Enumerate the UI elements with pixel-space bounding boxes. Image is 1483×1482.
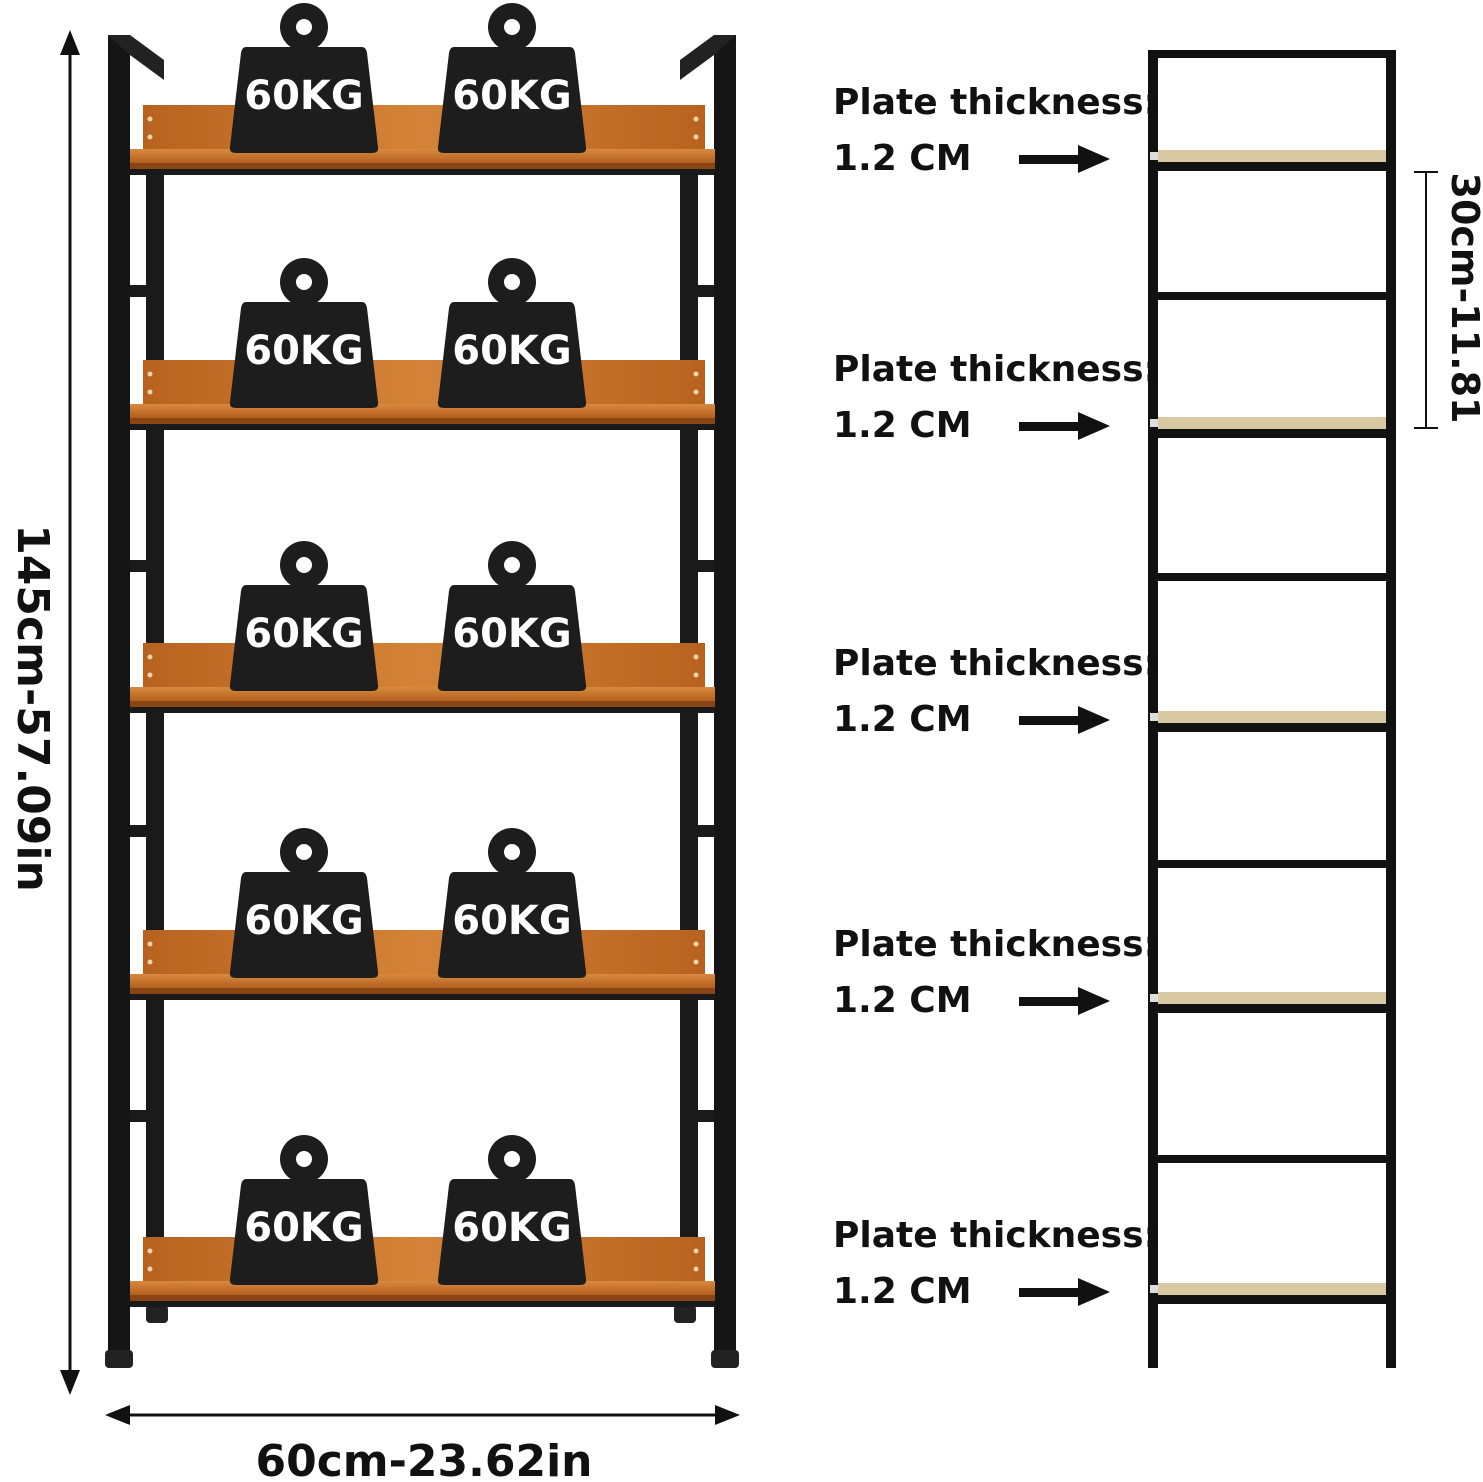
plate-labels: Plate thickness: 1.2 CM Plate thickness: 1.… — [833, 82, 1158, 1312]
weight-icon: 60KG — [229, 1135, 379, 1285]
weight-icon: 60KG — [437, 828, 587, 978]
weight-icon: 60KG — [437, 3, 587, 153]
plate-thickness-value: 1.2 CM — [833, 1271, 972, 1312]
plate-thickness-value: 1.2 CM — [833, 405, 972, 446]
shelf-board — [130, 930, 715, 1000]
shelf-board — [130, 643, 715, 713]
front-post-right — [714, 35, 736, 1355]
plate-thickness-title: Plate thickness: — [833, 643, 1158, 684]
width-dimension: 60cm-23.62in — [105, 1405, 740, 1482]
weight-label: 60KG — [244, 611, 364, 657]
plate-thickness-callout: Plate thickness: 1.2 CM — [833, 924, 1158, 1021]
weight-label: 60KG — [244, 73, 364, 119]
plate-thickness-callout: Plate thickness: 1.2 CM — [833, 1215, 1158, 1312]
rear-post-left — [146, 170, 164, 1305]
arrow-right-icon — [1019, 987, 1110, 1015]
plate-thickness-title: Plate thickness: — [833, 349, 1158, 390]
plate-thickness-callout: Plate thickness: 1.2 CM — [833, 643, 1158, 740]
weight-label: 60KG — [244, 1205, 364, 1251]
arrow-right-icon — [1019, 145, 1110, 173]
plate-thickness-callout: Plate thickness: 1.2 CM — [833, 349, 1158, 446]
weight-label: 60KG — [452, 611, 572, 657]
height-dimension: 145cm-57.09in — [7, 30, 80, 1395]
plate-board — [1150, 711, 1386, 732]
arrow-right-icon — [1019, 706, 1110, 734]
plate-board — [1150, 417, 1386, 438]
weight-icon: 60KG — [229, 3, 379, 153]
weight-icon: 60KG — [229, 541, 379, 691]
shelf-board — [130, 105, 715, 175]
weight-label: 60KG — [244, 328, 364, 374]
plate-board — [1150, 150, 1386, 171]
height-label: 145cm-57.09in — [7, 524, 58, 892]
weight-icon: 60KG — [229, 828, 379, 978]
weight-icon: 60KG — [229, 258, 379, 408]
shelf-front-view: 60KG 60KG 60KG 60KG 60KG 60KG 60KG 60KG 60KG 60KG — [105, 3, 739, 1368]
shelf-board — [130, 360, 715, 430]
front-post-left — [108, 35, 130, 1355]
shelf-spacing-label: 30cm-11.81 — [1443, 173, 1483, 424]
plate-thickness-value: 1.2 CM — [833, 980, 972, 1021]
plate-thickness-value: 1.2 CM — [833, 699, 972, 740]
weight-icon: 60KG — [437, 541, 587, 691]
weight-label: 60KG — [452, 898, 572, 944]
weight-label: 60KG — [452, 328, 572, 374]
weight-label: 60KG — [452, 73, 572, 119]
shelf-side-view — [1148, 50, 1396, 1368]
weight-icon: 60KG — [437, 1135, 587, 1285]
plate-thickness-title: Plate thickness: — [833, 82, 1158, 123]
plate-board — [1150, 1283, 1386, 1304]
arrow-right-icon — [1019, 1278, 1110, 1306]
plate-board — [1150, 992, 1386, 1013]
weight-label: 60KG — [244, 898, 364, 944]
weight-icon: 60KG — [437, 258, 587, 408]
rear-post-right — [680, 170, 698, 1305]
plate-thickness-title: Plate thickness: — [833, 1215, 1158, 1256]
shelf-spacing-dimension: 30cm-11.81 — [1414, 171, 1483, 429]
plate-thickness-title: Plate thickness: — [833, 924, 1158, 965]
arrow-right-icon — [1019, 412, 1110, 440]
width-label: 60cm-23.62in — [255, 1436, 592, 1482]
plate-thickness-callout: Plate thickness: 1.2 CM — [833, 82, 1158, 179]
shelf-board — [130, 1237, 715, 1307]
plate-thickness-value: 1.2 CM — [833, 138, 972, 179]
weight-label: 60KG — [452, 1205, 572, 1251]
